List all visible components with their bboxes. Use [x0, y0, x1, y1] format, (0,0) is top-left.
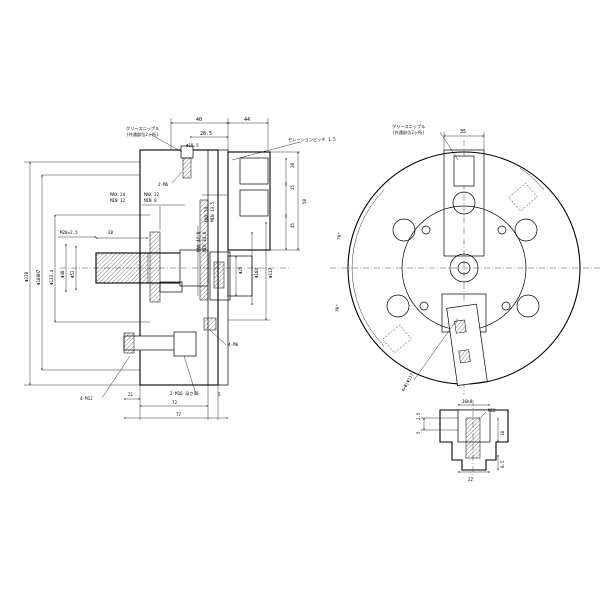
plunger [149, 231, 161, 303]
section-hatch-2 [213, 261, 225, 289]
dim-min12: MIN 12 [110, 198, 126, 203]
mount-hole-1 [392, 218, 416, 242]
jaw-profile [439, 409, 509, 471]
jaw-dim-m12: M12 [488, 408, 496, 413]
dim-phi210: Φ210 [24, 271, 29, 282]
dim-phi180h7: Φ180H7 [36, 269, 41, 285]
note-grease-nipple: グリースニップル [126, 125, 159, 132]
center-hub [209, 251, 231, 301]
lower-jaw-piece [446, 303, 488, 386]
dim-max24: MAX 24 [110, 192, 126, 197]
dim-4-m12: 4-M12 [80, 396, 93, 401]
dim-2-m16: 2-M16 深さ18 [170, 390, 199, 397]
jaw-dim-8-5: 8.5 [500, 460, 505, 468]
dim-phi15-5: Φ15.5 [186, 143, 199, 148]
hidden-bolt-2 [508, 182, 538, 212]
note-serration-pitch: セレーションピッチ 1.5 [288, 137, 336, 143]
section-hatch-1 [199, 199, 209, 301]
dim-50: 50 [302, 198, 307, 204]
dim-72: 72 [172, 400, 178, 405]
upper-jaw-top [239, 157, 269, 185]
dim-min13-5: MIN 13.5 [210, 201, 215, 222]
dim-max42-8: MAX 42.8 [196, 231, 201, 252]
hidden-bolt-1 [382, 324, 412, 354]
small-hole-1 [421, 225, 431, 235]
dim-2-m6: 2-M6 [158, 182, 169, 187]
mount-hole-3 [386, 294, 410, 318]
jaw-dim-2-5: 2.5 [416, 412, 421, 420]
jaw-detail-view: 16h8 M12 2.5 5 18 22 8.5 [416, 399, 509, 482]
plunger-spring [159, 281, 183, 293]
jaw-dim-5: 5 [416, 431, 421, 434]
dim-max29: MAX 29 [204, 206, 209, 222]
grease-nipple-body [182, 157, 192, 179]
front-view: 35 グリースニップル (共通部位2ヶ所) 70° 30° 4×Φ(Φ117) [330, 123, 600, 395]
dim-28: 28 [108, 230, 114, 235]
center-nose [227, 255, 253, 297]
dim-20: 20 [290, 162, 295, 168]
lower-bolt-body [173, 331, 197, 357]
front-dim-pcd: 4×Φ(Φ117) [400, 370, 415, 392]
front-dim-35: 35 [460, 129, 466, 135]
jaw-dim-18: 18 [500, 430, 505, 436]
dim-28-5: 28.5 [200, 131, 212, 137]
front-note-grease-sub: (共通部位2ヶ所) [392, 129, 425, 136]
dim-77: 77 [176, 412, 182, 417]
side-section-view: 40 44 28.5 Φ15.5 2-M6 グリースニップル (共通部位2ヶ所)… [24, 117, 336, 420]
dim-min8: MIN 8 [144, 198, 157, 203]
mount-hole-2 [514, 218, 538, 242]
dim-21: 21 [128, 392, 134, 397]
upper-jaw-slot [443, 149, 485, 257]
upper-jaw-inner [239, 189, 269, 217]
dim-4-m6: 4-M6 [228, 342, 239, 347]
mount-hole-4 [516, 294, 540, 318]
dim-min34-8: MIN 34.8 [202, 231, 207, 252]
dim-phi133-4: Φ133.4 [49, 269, 54, 285]
jaw-dim-22: 22 [468, 477, 474, 482]
upper-jaw [227, 151, 271, 251]
dim-40: 40 [196, 117, 202, 123]
front-dim-70deg: 70° [336, 232, 342, 240]
small-hole-2 [497, 225, 507, 235]
jaw-dim-16h8: 16h8 [462, 399, 473, 404]
dim-phi25: Φ25 [238, 266, 243, 274]
m6-screw [203, 317, 217, 331]
dim-m20: M20×2.5 [60, 230, 78, 235]
dim-45: 45 [290, 222, 295, 228]
upper-jaw-bolt [452, 191, 476, 215]
dim-phi52: Φ52 [70, 270, 75, 278]
dim-44: 44 [244, 117, 250, 123]
lower-bolt-head [123, 332, 135, 354]
front-dim-30deg: 30° [334, 304, 340, 312]
small-hole-4 [501, 301, 511, 311]
dim-phi104: Φ104 [254, 267, 259, 278]
dim-5: 5 [218, 392, 221, 397]
dim-phi48: Φ48 [60, 270, 65, 278]
dim-phi117: Φ117 [268, 267, 273, 278]
upper-jaw-piece [453, 155, 475, 187]
small-hole-3 [419, 301, 429, 311]
dim-max22: MAX 22 [144, 192, 160, 197]
dim-25: 25 [290, 184, 295, 190]
front-note-grease: グリースニップル [392, 123, 425, 130]
note-grease-nipple-sub: (共通部位2ヶ所) [126, 131, 159, 138]
